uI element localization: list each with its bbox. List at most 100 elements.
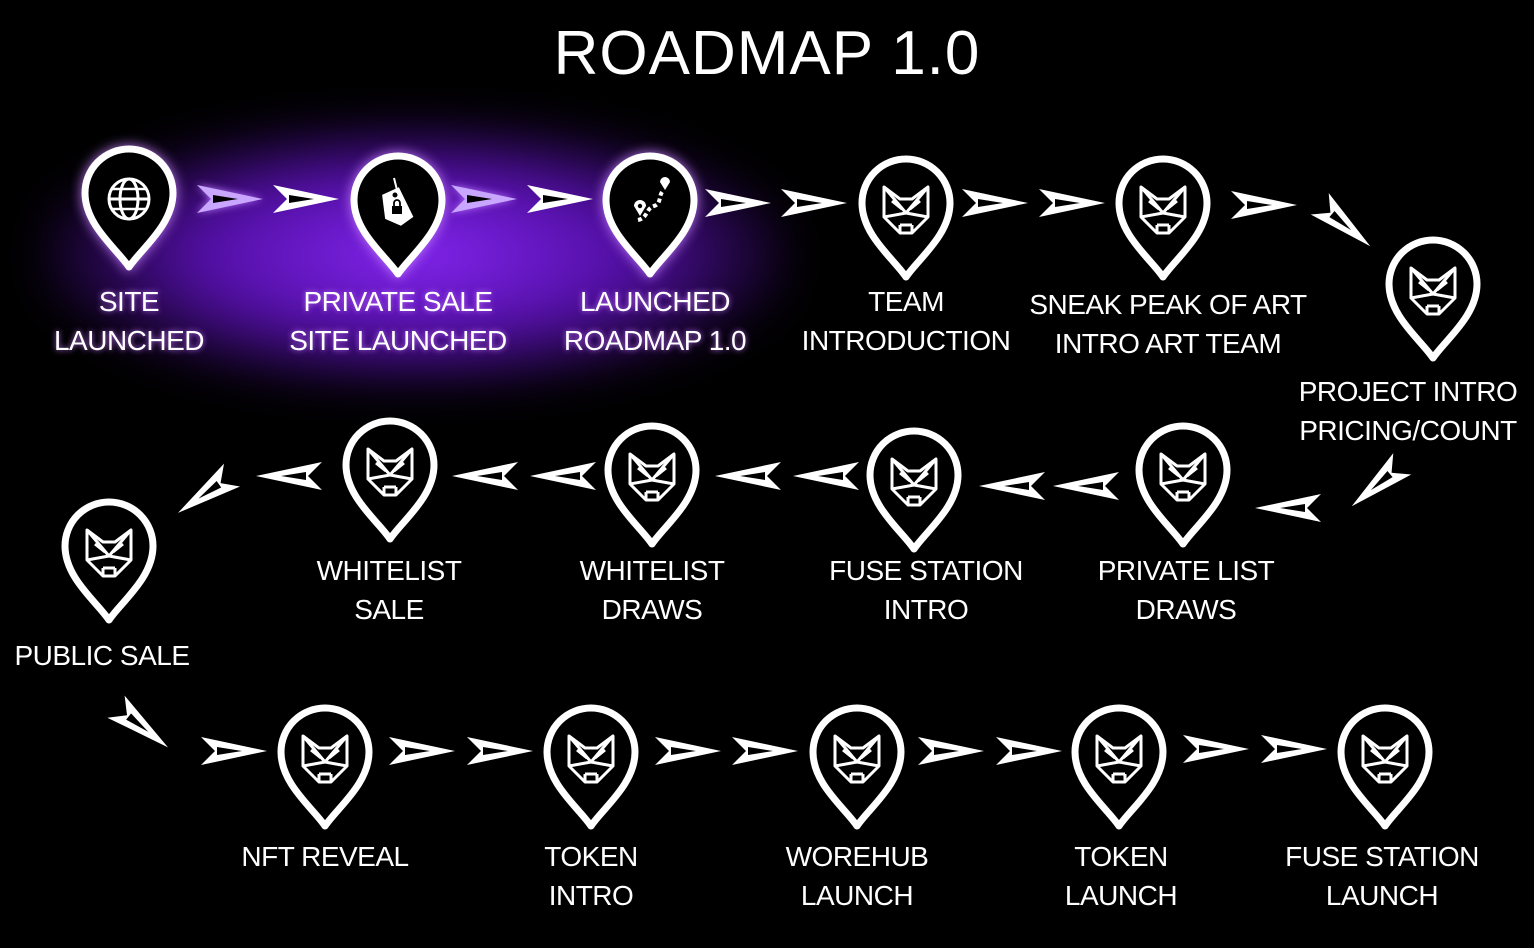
milestone-label-line2: DRAWS (1135, 594, 1237, 625)
milestone-label-6: PROJECT INTRO PRICING/COUNT (1299, 372, 1518, 450)
flow-arrow-21 (107, 695, 169, 748)
milestone-label-line2: LAUNCH (1325, 880, 1439, 911)
route-map-icon (634, 177, 670, 222)
milestone-label-line2: LAUNCH (1064, 880, 1178, 911)
milestone-label-line1: SITE (98, 286, 160, 317)
milestone-label-7: PRIVATE LIST DRAWS (1098, 551, 1275, 629)
milestone-label-9: WHITELIST DRAWS (580, 551, 725, 629)
milestone-label-line2: INTRO (548, 880, 634, 911)
flow-arrow-19 (256, 462, 322, 490)
milestone-label-line2: SITE LAUNCHED (289, 325, 507, 356)
milestone-label-line1: WHITELIST (579, 555, 725, 586)
milestone-label-line1: PUBLIC SALE (14, 640, 190, 671)
flow-arrow-5 (705, 189, 771, 217)
wolf-icon (1139, 185, 1187, 235)
milestone-label-line2: SALE (354, 594, 424, 625)
flow-arrow-11 (1351, 453, 1412, 507)
flow-arrow-15 (793, 462, 859, 490)
milestone-label-line1: FUSE STATION (1285, 841, 1479, 872)
milestone-label-line1: PROJECT INTRO (1298, 376, 1518, 407)
flow-arrow-1 (197, 185, 263, 213)
wolf-icon (567, 734, 615, 784)
flow-arrow-14 (979, 472, 1045, 500)
milestone-label-line1: WOREHUB (785, 841, 929, 872)
milestone-pin-15 (1071, 704, 1167, 830)
flow-arrow-27 (918, 737, 984, 765)
flow-arrow-29 (1183, 735, 1249, 763)
wolf-icon (1409, 266, 1457, 316)
flow-arrow-12 (1255, 494, 1321, 522)
flow-arrow-30 (1261, 735, 1327, 763)
milestone-pin-3 (602, 152, 698, 278)
milestone-label-line2: PRICING/COUNT (1299, 415, 1517, 446)
milestone-label-line2: DRAWS (601, 594, 703, 625)
flow-arrow-17 (530, 462, 596, 490)
wolf-icon (301, 734, 349, 784)
milestone-label-line1: TOKEN (1074, 841, 1168, 872)
flow-arrow-22 (201, 737, 267, 765)
milestone-pin-8 (866, 427, 962, 553)
page-title: ROADMAP 1.0 (553, 19, 981, 88)
milestone-label-14: WOREHUB LAUNCH (786, 837, 929, 915)
flow-arrow-8 (1039, 189, 1105, 217)
flow-arrow-18 (452, 462, 518, 490)
milestone-label-4: TEAM INTRODUCTION (802, 282, 1011, 360)
milestone-label-2: PRIVATE SALE SITE LAUNCHED (289, 282, 507, 360)
milestone-label-3: LAUNCHED ROADMAP 1.0 (563, 282, 747, 360)
flow-arrow-7 (962, 189, 1028, 217)
flow-arrow-25 (655, 737, 721, 765)
flow-arrow-28 (996, 737, 1062, 765)
milestone-label-line1: TOKEN (544, 841, 638, 872)
wolf-icon (833, 734, 881, 784)
milestone-label-line2: LAUNCH (800, 880, 914, 911)
milestone-label-11: PUBLIC SALE (14, 636, 190, 675)
wolf-icon (882, 185, 930, 235)
wolf-icon (1159, 452, 1207, 502)
milestone-label-line1: PRIVATE LIST (1097, 555, 1275, 586)
flow-arrow-4 (527, 185, 593, 213)
milestone-label-13: TOKEN INTRO (544, 837, 638, 915)
milestone-pin-5 (1115, 155, 1211, 281)
milestone-pin-10 (342, 417, 438, 543)
milestone-label-1: SITE LAUNCHED (53, 282, 205, 360)
milestone-label-line1: LAUNCHED (579, 286, 731, 317)
milestone-pin-13 (543, 704, 639, 830)
wolf-icon (890, 457, 938, 507)
milestone-pin-11 (61, 498, 157, 624)
milestone-label-16: FUSE STATION LAUNCH (1285, 837, 1479, 915)
flow-arrow-23 (389, 737, 455, 765)
milestone-pin-6 (1385, 236, 1481, 362)
wolf-icon (628, 452, 676, 502)
wolf-icon (1095, 734, 1143, 784)
wolf-icon (85, 528, 133, 578)
globe-icon (107, 177, 151, 221)
flow-arrow-3 (451, 185, 517, 213)
flow-arrow-20 (177, 463, 241, 513)
flow-arrow-24 (467, 737, 533, 765)
milestone-label-line1: PRIVATE SALE (303, 286, 493, 317)
milestone-label-line2: INTRO ART TEAM (1054, 328, 1282, 359)
milestone-pin-4 (858, 155, 954, 281)
milestone-pin-12 (277, 704, 373, 830)
milestone-label-line2: ROADMAP 1.0 (563, 325, 747, 356)
milestone-pin-14 (809, 704, 905, 830)
milestone-label-line1: TEAM (868, 286, 944, 317)
flow-arrow-26 (732, 737, 798, 765)
flow-arrow-6 (781, 189, 847, 217)
milestone-label-line1: NFT REVEAL (241, 841, 409, 872)
wolf-icon (366, 447, 414, 497)
milestone-label-12: NFT REVEAL (241, 837, 409, 876)
wolf-icon (1361, 734, 1409, 784)
price-tag-icon (382, 177, 414, 226)
milestone-label-line2: INTRODUCTION (801, 325, 1011, 356)
flow-arrow-9 (1231, 191, 1297, 219)
milestone-pin-9 (604, 422, 700, 548)
milestone-label-line2: LAUNCHED (53, 325, 205, 356)
flow-arrow-2 (273, 185, 339, 213)
milestone-pin-7 (1135, 422, 1231, 548)
